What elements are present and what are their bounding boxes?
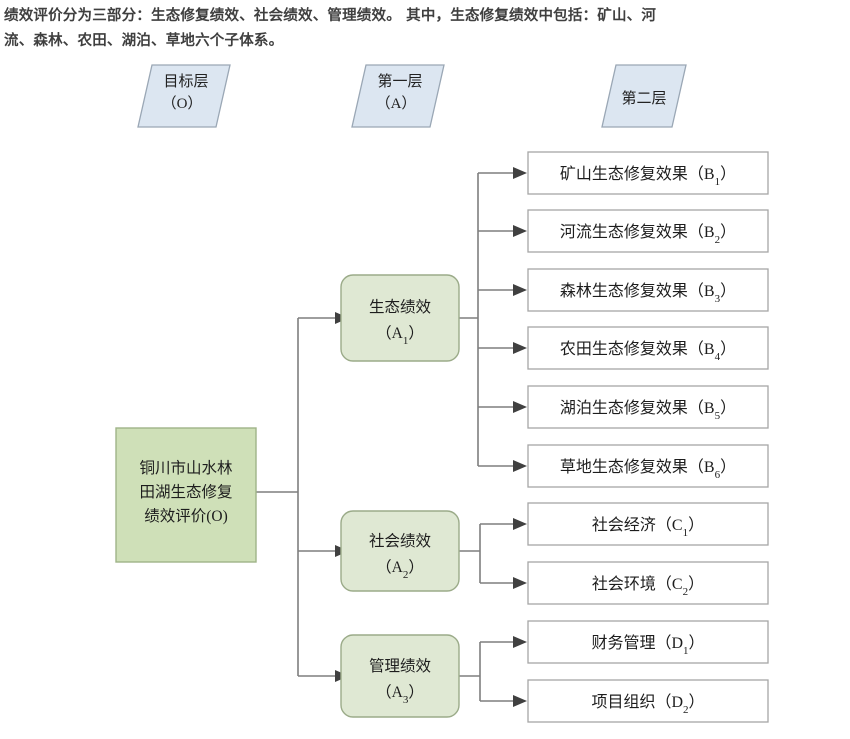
leaf-b5-label: 湖泊生态修复效果（B5） <box>560 399 736 422</box>
header-goal: 目标层 （O） <box>137 64 231 128</box>
leaf-b1[interactable]: 矿山生态修复效果（B1） <box>527 151 769 195</box>
leaf-b3[interactable]: 森林生态修复效果（B3） <box>527 268 769 312</box>
leaf-c1-label: 社会经济（C1） <box>592 516 704 539</box>
root-node-line-1: 铜川市山水林 <box>139 459 233 477</box>
node-a1-line-1: 生态绩效 <box>369 298 431 316</box>
leaf-d1-box[interactable] <box>527 620 769 664</box>
node-a3-box[interactable] <box>340 634 460 718</box>
header-goal-line-1: 目标层 <box>163 73 208 90</box>
node-a2-box[interactable] <box>340 510 460 592</box>
leaf-b2-label: 河流生态修复效果（B2） <box>560 223 736 246</box>
header-level-one-shape <box>351 64 445 128</box>
leaf-b6-box[interactable] <box>527 444 769 488</box>
connector-a3-to-d <box>459 636 527 707</box>
arrow-to-c2 <box>513 577 527 589</box>
root-node-line-2: 田湖生态修复 <box>139 483 232 501</box>
arrow-to-d1 <box>513 636 527 648</box>
leaf-b1-box[interactable] <box>527 151 769 195</box>
leaf-b5[interactable]: 湖泊生态修复效果（B5） <box>527 385 769 429</box>
arrow-to-d2 <box>513 695 527 707</box>
header-goal-shape <box>137 64 231 128</box>
arrow-to-b3 <box>513 284 527 296</box>
leaf-b3-label: 森林生态修复效果（B3） <box>560 282 736 305</box>
leaf-b5-box[interactable] <box>527 385 769 429</box>
arrow-to-b1 <box>513 167 527 179</box>
header-level-one-line-1: 第一层 <box>377 72 422 90</box>
arrow-to-b4 <box>513 342 527 354</box>
arrow-to-b5 <box>513 401 527 413</box>
node-a1[interactable]: 生态绩效 （A1） <box>340 274 460 362</box>
leaf-c2[interactable]: 社会环境（C2） <box>527 561 769 605</box>
connector-a1-to-b <box>459 167 527 472</box>
leaf-b4-box[interactable] <box>527 326 769 370</box>
root-node-box[interactable] <box>115 427 257 563</box>
leaf-b6[interactable]: 草地生态修复效果（B6） <box>527 444 769 488</box>
leaf-d2-box[interactable] <box>527 679 769 723</box>
node-a3[interactable]: 管理绩效 （A3） <box>340 634 460 718</box>
leaf-c2-label: 社会环境（C2） <box>592 574 704 598</box>
connector-a2-to-c <box>459 518 527 589</box>
arrow-to-b6 <box>513 460 527 472</box>
caption-line-2: 流、森林、农田、湖泊、草地六个子体系。 <box>4 33 284 49</box>
leaf-c1[interactable]: 社会经济（C1） <box>527 502 769 546</box>
caption-line-1: 绩效评价分为三部分：生态修复绩效、社会绩效、管理绩效。 其中，生态修复绩效中包括… <box>4 8 657 24</box>
leaf-d2-label: 项目组织（D2） <box>591 693 704 716</box>
node-a2-line-2: （A2） <box>376 559 424 581</box>
leaf-c1-box[interactable] <box>527 502 769 546</box>
leaf-b2-box[interactable] <box>527 209 769 253</box>
header-level-two: 第二层 <box>601 64 687 128</box>
node-a2[interactable]: 社会绩效 （A2） <box>340 510 460 592</box>
node-a1-box[interactable] <box>340 274 460 362</box>
node-a1-line-2: （A1） <box>376 325 424 347</box>
node-a3-line-2: （A3） <box>376 684 424 706</box>
arrow-to-c1 <box>513 518 527 530</box>
leaf-b1-label: 矿山生态修复效果（B1） <box>560 165 736 188</box>
leaf-b4[interactable]: 农田生态修复效果（B4） <box>527 326 769 370</box>
leaf-d2[interactable]: 项目组织（D2） <box>527 679 769 723</box>
node-a3-line-1: 管理绩效 <box>369 657 431 675</box>
node-a2-line-1: 社会绩效 <box>369 532 431 550</box>
leaf-b4-label: 农田生态修复效果（B4） <box>560 340 736 363</box>
leaf-d1-label: 财务管理（D1） <box>591 634 704 657</box>
leaf-b2[interactable]: 河流生态修复效果（B2） <box>527 209 769 253</box>
root-node[interactable]: 铜川市山水林 田湖生态修复 绩效评价(O) <box>115 427 257 563</box>
header-level-two-shape <box>601 64 687 128</box>
leaf-b6-label: 草地生态修复效果（B6） <box>560 458 736 481</box>
header-goal-line-2: （O） <box>162 95 203 112</box>
leaf-d1[interactable]: 财务管理（D1） <box>527 620 769 664</box>
connector-root-to-levelone <box>256 312 349 682</box>
leaf-b3-box[interactable] <box>527 268 769 312</box>
caption-text: 绩效评价分为三部分：生态修复绩效、社会绩效、管理绩效。 其中，生态修复绩效中包括… <box>4 4 846 54</box>
leaf-c2-box[interactable] <box>527 561 769 605</box>
header-level-two-line-1: 第二层 <box>621 89 666 107</box>
root-node-line-3: 绩效评价(O) <box>144 507 228 525</box>
arrow-to-b2 <box>513 225 527 237</box>
header-level-one: 第一层 （A） <box>351 64 445 128</box>
header-level-one-line-2: （A） <box>376 95 417 112</box>
